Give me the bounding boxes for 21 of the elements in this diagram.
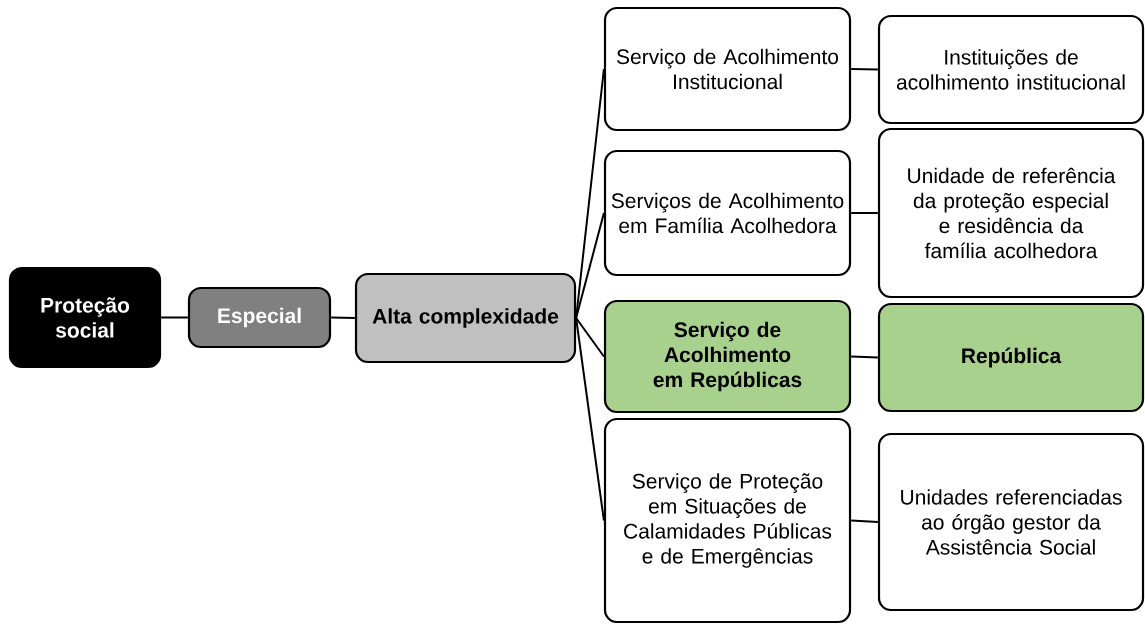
service-box: Serviço de Acolhimento em Repúblicas (603, 299, 852, 414)
unit-box: República (877, 302, 1145, 413)
connector-line (575, 317, 605, 358)
service-box: Serviço de Acolhimento Institucional (603, 6, 852, 132)
level-box: Alta complexidade (354, 272, 577, 364)
category-box: Especial (187, 286, 332, 349)
unit-box: Unidades referenciadas ao órgão gestor da Assistência Social (877, 432, 1145, 612)
connector-line (850, 355, 879, 359)
connector-line (575, 68, 605, 319)
connector-line (850, 68, 879, 71)
unit-box: Unidade de referência da proteção especial e residência da família acolhedora (877, 127, 1145, 299)
service-box: Serviço de Proteção em Situações de Calamidades Públicas e de Emergências (603, 417, 852, 624)
connector-line (160, 316, 189, 319)
connector-line (575, 212, 605, 319)
connector-line (575, 317, 605, 522)
connector-line (850, 519, 879, 523)
root-box: Proteção social (8, 266, 162, 369)
service-box: Serviços de Acolhimento em Família Acolhedora (603, 149, 852, 277)
connector-line (330, 316, 356, 319)
unit-box: Instituições de acolhimento institucional (877, 14, 1145, 125)
connector-line (850, 212, 879, 214)
